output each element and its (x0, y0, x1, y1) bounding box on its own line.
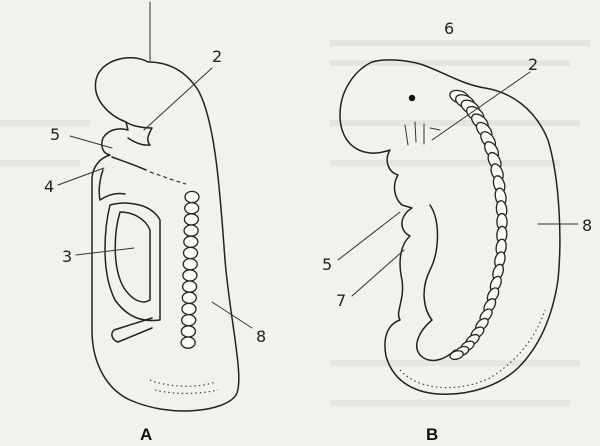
embryo-a-stalk-tube (112, 318, 152, 342)
embryo-a-dotted-markings (150, 380, 218, 393)
somite (184, 247, 198, 258)
somite (183, 281, 197, 292)
embryo-a-dashed-line (150, 172, 186, 184)
label-b-7: 7 (336, 291, 346, 310)
embryo-b-inner-wall (417, 205, 455, 360)
embryo-b-outline-back (340, 60, 560, 394)
label-a-2: 2 (212, 47, 222, 66)
label-a-8: 8 (256, 327, 266, 346)
somite (183, 270, 197, 281)
label-a-4: 4 (44, 177, 54, 196)
panel-label-a: A (140, 425, 152, 444)
somite (181, 326, 195, 337)
embryo-a-somites (181, 191, 199, 348)
embryo-a-pharyngeal-arch (126, 122, 152, 145)
embryo-a-leader-4 (58, 168, 104, 185)
somite (185, 191, 199, 202)
embryo-a-leader-8 (212, 302, 252, 328)
embryo-b-eye-dot (409, 95, 415, 101)
somite (182, 292, 196, 303)
label-b-6: 6 (444, 19, 454, 38)
embryo-a-yolk-sac-inner (115, 212, 150, 302)
embryo-a-heart-bulge (99, 170, 125, 200)
embryo-a (58, 2, 252, 411)
somite (184, 214, 198, 225)
embryo-a-arch-fold (112, 157, 146, 170)
somite (449, 349, 464, 360)
embryo-b-somites (448, 88, 508, 361)
label-b-8: 8 (582, 216, 592, 235)
somite (183, 259, 197, 270)
embryo-b-leader-7 (352, 250, 404, 296)
embryo-a-yolk-sac-outer (105, 203, 160, 320)
somite (184, 225, 198, 236)
somite (185, 203, 199, 214)
somite (182, 315, 196, 326)
somite (182, 303, 196, 314)
embryo-a-leader-5 (70, 136, 112, 148)
embryo-b (338, 60, 578, 394)
embryo-b-leader-5 (338, 212, 400, 260)
panel-label-b: B (426, 425, 438, 444)
somite (184, 236, 198, 247)
somite (181, 337, 195, 348)
label-a-3: 3 (62, 247, 72, 266)
label-a-5: 5 (50, 125, 60, 144)
embryo-b-dotted-margin (400, 310, 545, 388)
label-b-5: 5 (322, 255, 332, 274)
label-b-2: 2 (528, 55, 538, 74)
